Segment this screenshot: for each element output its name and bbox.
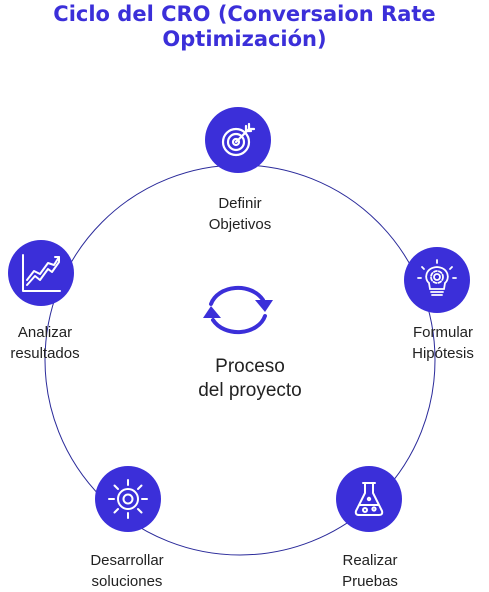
step-formulate-hypothesis-label: Formular Hipótesis [412, 324, 474, 362]
step-define-objectives-label: Definir Objetivos [208, 195, 272, 233]
lightbulb-gear-icon [417, 259, 457, 296]
step-analyze-results-node [8, 240, 74, 306]
step-formulate-hypothesis-node [404, 247, 470, 313]
step-run-tests-label: Realizar Pruebas [342, 552, 398, 590]
center-label: Proceso del proyecto [198, 356, 302, 401]
refresh-cycle-icon [203, 285, 273, 335]
step-define-objectives-node [205, 107, 271, 173]
step-run-tests-node [336, 466, 402, 532]
title-line-1: Ciclo del CRO (Conversaion Rate [53, 2, 436, 26]
gear-sun-icon [108, 479, 148, 519]
step-develop-solutions-label: Desarrollar soluciones [90, 552, 164, 590]
flask-icon [354, 482, 384, 516]
step-analyze-results-label: Analizar resultados [10, 324, 80, 362]
title-line-2: Optimización) [162, 27, 327, 51]
step-develop-solutions-node [95, 466, 161, 532]
diagram-title: Ciclo del CRO (Conversaion Rate Optimiza… [0, 2, 489, 52]
line-chart-icon [22, 254, 61, 292]
target-arrow-icon [221, 122, 256, 157]
